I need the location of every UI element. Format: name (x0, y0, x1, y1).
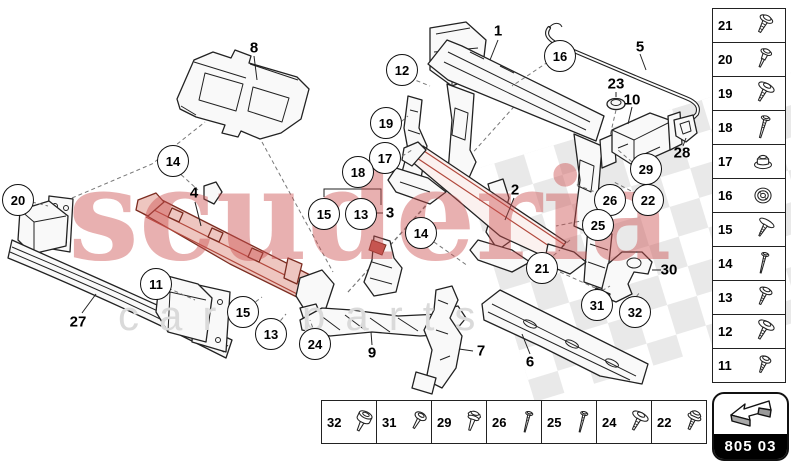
screw-flange-icon (740, 11, 785, 40)
fastener-item-25[interactable]: 25 (541, 401, 596, 443)
part-6-shield (481, 289, 649, 385)
part-27-bumper-bar (7, 195, 233, 359)
screw-step-icon (740, 45, 785, 74)
callout-11[interactable]: 11 (140, 268, 172, 300)
callout-12[interactable]: 12 (386, 54, 418, 86)
callout-26[interactable]: 26 (594, 184, 626, 216)
callout-21[interactable]: 21 (526, 252, 558, 284)
fastener-number: 16 (718, 188, 733, 203)
nut-flange-icon (740, 147, 785, 176)
fastener-number: 17 (718, 154, 733, 169)
diagram-nav-thumbnail[interactable] (714, 394, 787, 434)
fastener-number: 22 (657, 414, 672, 430)
fastener-number: 21 (718, 18, 733, 33)
callout-19[interactable]: 19 (370, 107, 402, 139)
fastener-number: 18 (718, 120, 733, 135)
fastener-number: 14 (718, 256, 733, 271)
fastener-number: 26 (492, 414, 507, 430)
bolt-hex-icon (458, 408, 486, 437)
callout-22[interactable]: 22 (632, 184, 664, 216)
part-10-crash-box (599, 111, 683, 169)
fastener-item-16[interactable]: 16 (713, 178, 785, 212)
callout-17[interactable]: 17 (369, 142, 401, 174)
callout-20[interactable]: 20 (2, 184, 34, 216)
screw-washer-icon (740, 283, 785, 312)
callout-13[interactable]: 13 (255, 318, 287, 350)
fastener-item-29[interactable]: 29 (431, 401, 486, 443)
fastener-sidebar: 21 20 19 18 17 16 15 14 13 12 11 (712, 8, 786, 383)
grommet-icon (740, 181, 785, 210)
part-3-bracket (363, 235, 403, 297)
callout-29[interactable]: 29 (630, 153, 662, 185)
fastener-number: 24 (602, 414, 617, 430)
part-28-bracket (673, 114, 698, 143)
fastener-number: 13 (718, 290, 733, 305)
callout-24[interactable]: 24 (299, 328, 331, 360)
part-8-air-guide (176, 49, 310, 140)
bolt-round-icon (403, 408, 431, 437)
fastener-item-14[interactable]: 14 (713, 246, 785, 280)
screw-slim-icon (740, 249, 785, 278)
fastener-item-12[interactable]: 12 (713, 314, 785, 348)
screw-big-washer-icon (740, 317, 785, 346)
fastener-item-22[interactable]: 22 (651, 401, 706, 443)
part-4-support-beam (135, 181, 335, 327)
fastener-bottom-row: 32 31 29 26 25 24 22 (321, 400, 707, 444)
callout-15[interactable]: 15 (227, 296, 259, 328)
part-1-lock-carrier (427, 21, 613, 291)
fastener-item-18[interactable]: 18 (713, 110, 785, 144)
callout-31[interactable]: 31 (581, 289, 613, 321)
fastener-item-15[interactable]: 15 (713, 212, 785, 246)
screw-tap-flat-icon (740, 215, 785, 244)
fastener-number: 25 (547, 414, 562, 430)
fastener-number: 11 (718, 358, 732, 373)
callout-14[interactable]: 14 (405, 217, 437, 249)
fastener-item-31[interactable]: 31 (376, 401, 431, 443)
arrow-left-icon (729, 400, 772, 427)
fastener-number: 32 (327, 414, 342, 430)
fastener-item-11[interactable]: 11 (713, 348, 785, 382)
bolt-flange-hex-icon (678, 408, 706, 437)
callout-25[interactable]: 25 (582, 209, 614, 241)
callout-13[interactable]: 13 (345, 198, 377, 230)
screw-long-icon (740, 113, 785, 142)
part-code-badge: 805 03 (712, 392, 789, 461)
callout-14[interactable]: 14 (157, 145, 189, 177)
fastener-number: 19 (718, 86, 733, 101)
fastener-item-17[interactable]: 17 (713, 144, 785, 178)
fastener-item-21[interactable]: 21 (713, 9, 785, 42)
fastener-item-19[interactable]: 19 (713, 76, 785, 110)
part-7-bracket (411, 285, 463, 395)
fastener-number: 31 (382, 414, 397, 430)
screw-tap-short-icon (740, 351, 785, 380)
fastener-number: 20 (718, 52, 733, 67)
fastener-item-13[interactable]: 13 (713, 280, 785, 314)
screw-big-washer-icon (740, 79, 785, 108)
screw-big-washer-icon (623, 408, 651, 437)
part-5-rod (545, 22, 700, 122)
callout-16[interactable]: 16 (544, 40, 576, 72)
callout-15[interactable]: 15 (308, 198, 340, 230)
fastener-item-24[interactable]: 24 (596, 401, 651, 443)
fastener-number: 15 (718, 222, 733, 237)
fastener-item-20[interactable]: 20 (713, 42, 785, 76)
callout-18[interactable]: 18 (342, 156, 374, 188)
bolt-cyl-icon (348, 408, 376, 437)
screw-slim-icon (513, 408, 541, 437)
fastener-item-32[interactable]: 32 (322, 401, 376, 443)
fastener-number: 29 (437, 414, 452, 430)
screw-slim-icon (568, 408, 596, 437)
callout-32[interactable]: 32 (619, 296, 651, 328)
fastener-number: 12 (718, 324, 733, 339)
part-code-label: 805 03 (714, 434, 787, 459)
part-23-grommet (606, 97, 626, 111)
fastener-item-26[interactable]: 26 (486, 401, 541, 443)
